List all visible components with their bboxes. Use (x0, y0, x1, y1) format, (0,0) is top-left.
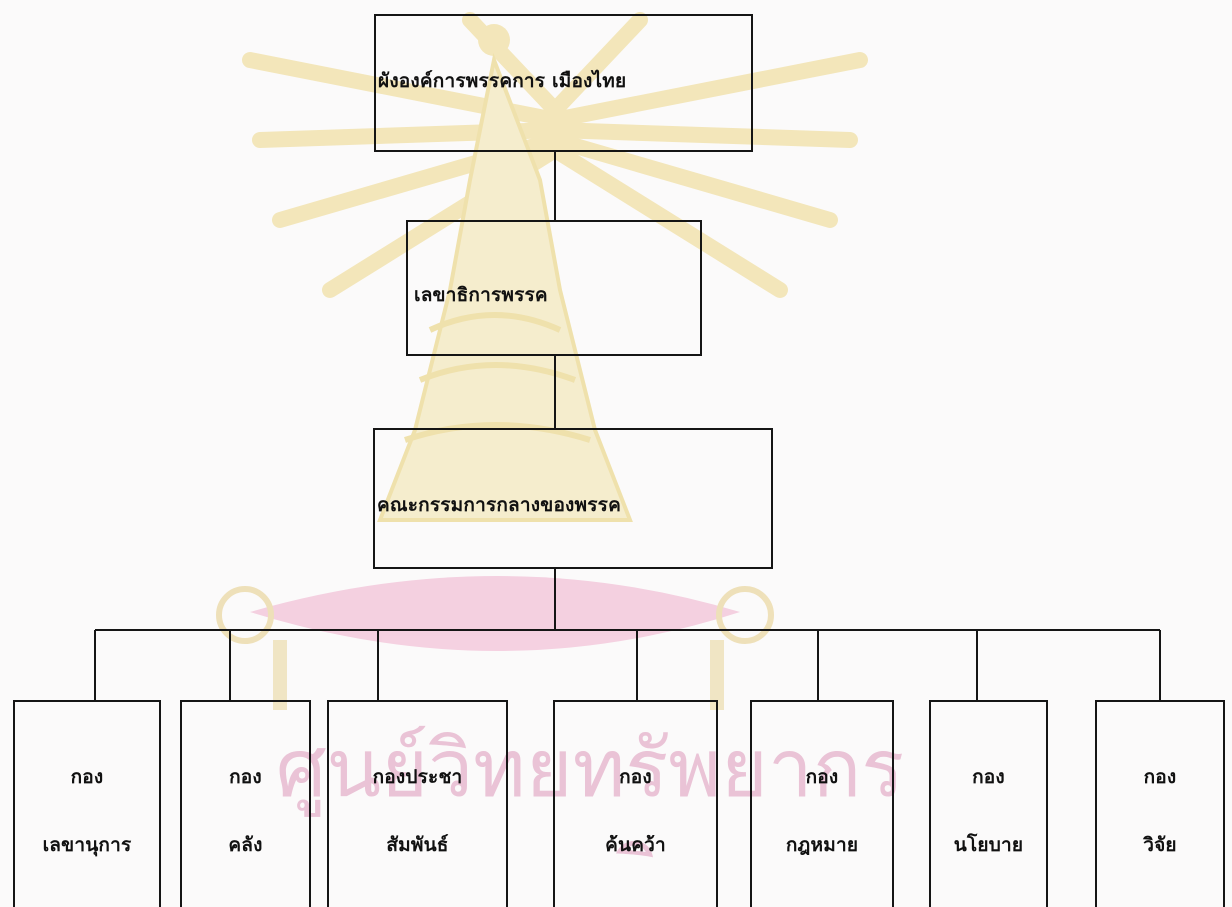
division-public-relations-line2: สัมพันธ์ (386, 834, 449, 856)
secretary-general-label: เลขาธิการพรรค (414, 284, 548, 306)
division-research-line2: ค้นคว้า (605, 834, 666, 856)
division-policy-line2: นโยบาย (953, 834, 1024, 856)
central-committee-box: คณะกรรมการกลางของพรรค (373, 428, 773, 569)
division-secretariat-box: กอง เลขานุการ (13, 700, 161, 907)
division-public-relations-line1: กองประชา (372, 766, 463, 788)
division-law-line1: กอง (805, 766, 839, 788)
division-policy-box: กอง นโยบาย (929, 700, 1048, 907)
division-secretariat-line2: เลขานุการ (42, 834, 132, 856)
division-treasury-line1: กอง (229, 766, 262, 788)
division-treasury-line2: คลัง (228, 834, 263, 856)
division-policy-line1: กอง (972, 766, 1005, 788)
division-research-line1: กอง (619, 766, 652, 788)
division-research-studies-box: กอง วิจัย (1095, 700, 1225, 907)
division-law-box: กอง กฎหมาย (750, 700, 894, 907)
division-public-relations-box: กองประชา สัมพันธ์ (327, 700, 508, 907)
secretary-general-box: เลขาธิการพรรค (406, 220, 702, 356)
central-committee-label: คณะกรรมการกลางของพรรค (377, 494, 621, 516)
division-secretariat-line1: กอง (70, 766, 104, 788)
watermark-text: ศูนย์วิทยทรัพยากร (276, 722, 905, 817)
division-research-studies-line1: กอง (1143, 766, 1177, 788)
division-research-studies-line2: วิจัย (1143, 834, 1177, 856)
division-research-box: กอง ค้นคว้า (553, 700, 718, 907)
diagram-title: ผังองค์การพรรคการ เมืองไทย (378, 70, 627, 92)
title-box: ผังองค์การพรรคการ เมืองไทย (374, 14, 753, 152)
division-treasury-box: กอง คลัง (180, 700, 311, 907)
division-law-line2: กฎหมาย (785, 834, 859, 856)
